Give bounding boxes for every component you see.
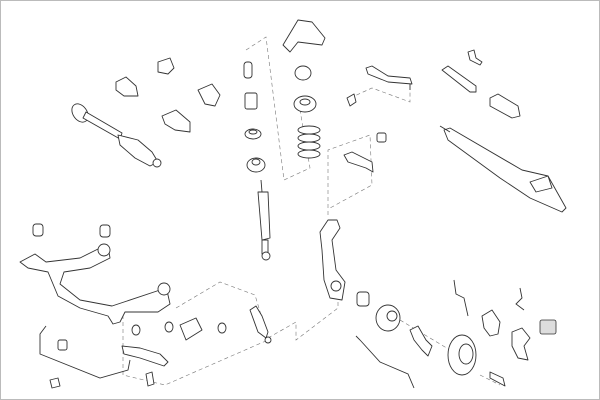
ball-joint: [346, 93, 357, 107]
lower-arm: [249, 305, 272, 344]
dust-cover: [244, 92, 258, 110]
cv-boot-3: [197, 83, 221, 107]
splash-shield: [409, 325, 433, 357]
wheel-hub: [375, 304, 401, 332]
subframe-bushing-1: [32, 223, 44, 237]
brake-caliper: [481, 309, 501, 337]
spring-seat: [246, 157, 266, 173]
guide-arm: [343, 151, 374, 173]
subframe: [19, 243, 171, 325]
drive-shaft: [71, 103, 162, 168]
strut-bearing: [244, 128, 262, 140]
wear-sensor: [515, 287, 525, 311]
bump-stop: [243, 61, 253, 79]
stabilizer-link: [145, 371, 155, 387]
cv-boot-4: [161, 109, 191, 133]
leader-lines: [122, 36, 501, 386]
subframe-mount: [179, 317, 203, 341]
steering-boot: [489, 93, 521, 119]
cv-boot-1: [157, 57, 175, 75]
top-mount-bushing: [294, 65, 312, 81]
brake-hose: [453, 279, 469, 317]
bushing-3: [131, 324, 141, 336]
stabilizer-bushing: [57, 339, 68, 351]
stabilizer-bar: [39, 325, 131, 379]
bolt-top: [467, 49, 483, 66]
disc-bolt: [489, 371, 506, 387]
bushing-small: [217, 322, 227, 334]
arm-bushing: [376, 132, 387, 143]
coil-spring: [297, 125, 321, 159]
steering-knuckle: [319, 219, 346, 301]
shock-absorber: [257, 179, 271, 261]
strut-top-mount: [282, 19, 326, 53]
stabilizer-clamp: [49, 377, 61, 389]
cv-boot-2: [115, 76, 139, 97]
steering-rack: [439, 125, 567, 213]
tie-rod: [441, 65, 477, 93]
brake-disc: [447, 334, 477, 376]
subframe-bushing-2: [99, 224, 111, 238]
caliper-carrier: [511, 327, 531, 361]
upper-spring-seat: [293, 95, 317, 113]
abs-sensor: [355, 335, 415, 389]
transverse-arm: [121, 345, 169, 367]
upper-control-arm: [365, 65, 413, 90]
brake-pads: [539, 319, 557, 335]
bushing-4: [164, 321, 174, 333]
hub-bushing: [356, 291, 370, 307]
